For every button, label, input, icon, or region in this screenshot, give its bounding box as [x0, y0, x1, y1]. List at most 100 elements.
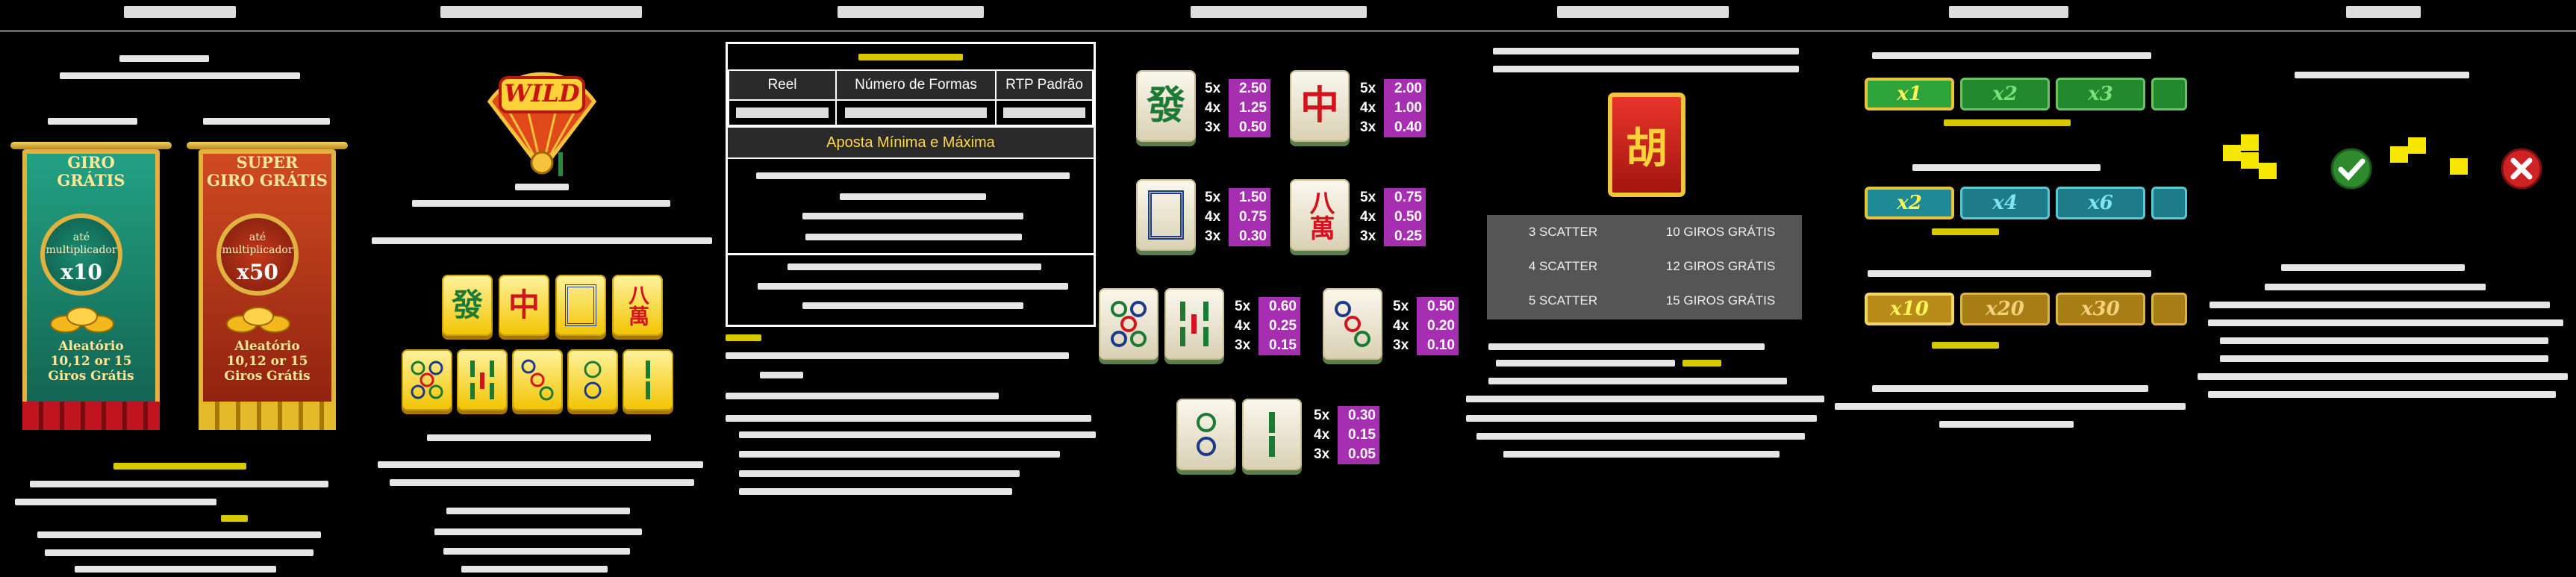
multiplier-value: x1: [1897, 83, 1922, 105]
pay-value: 0.30: [1338, 406, 1379, 425]
multiplier-value: x2: [1897, 192, 1922, 214]
pay-count: 3x: [1205, 228, 1221, 244]
banner-body: [22, 149, 160, 412]
multiplier-badge: x4: [1960, 187, 2050, 219]
mahjong-tile-white-dragon: [555, 275, 606, 336]
pay-count: 4x: [1360, 100, 1376, 116]
pay-count: 4x: [1205, 209, 1221, 225]
banner-footer: 10,12 or 15: [226, 354, 308, 369]
multiplier-badge-active: x2: [1865, 187, 1954, 219]
banner-title: SUPER: [236, 153, 299, 172]
pay-value: 0.10: [1417, 336, 1459, 355]
wild-fan-icon: [487, 72, 597, 176]
banner-title: GIRO GRÁTIS: [207, 171, 328, 190]
pay-count: 3x: [1360, 228, 1376, 244]
banner-coin-text: até: [249, 231, 266, 243]
cascade-blocks-icon: [2223, 134, 2277, 179]
pay-value: 0.50: [1229, 118, 1270, 137]
bet-table-frame: Reel Número de Formas RTP Padrão Aposta …: [726, 42, 1096, 327]
multiplier-value: x20: [1986, 298, 2024, 320]
gold-ingot-icon: [226, 307, 290, 333]
gold-ingot-icon: [50, 307, 114, 333]
table-header: Número de Formas: [835, 69, 997, 101]
scatter-count: 3 SCATTER: [1528, 225, 1598, 239]
min-max-bet-title: Aposta Mínima e Máxima: [728, 126, 1094, 159]
mahjong-tile-two-bamboo: [623, 349, 673, 411]
banner-footer: Giros Grátis: [224, 369, 311, 384]
banner-footer: Aleatório: [58, 339, 124, 354]
pay-value: 0.50: [1417, 297, 1459, 316]
multiplier-badge-active: x10: [1865, 293, 1954, 325]
scatter-glyph: 胡: [1626, 123, 1668, 173]
mahjong-tile-green-dragon: 發: [1136, 70, 1196, 142]
mahjong-tile-eight-wan: 八萬: [612, 275, 663, 336]
pay-value: 2.50: [1229, 79, 1270, 99]
pay-value: 0.20: [1417, 316, 1459, 336]
multiplier-value: x2: [1992, 83, 2018, 105]
pay-count: 5x: [1360, 81, 1376, 96]
pay-value: 0.60: [1259, 297, 1300, 316]
table-header: Reel: [728, 69, 837, 101]
banner-coin-text: multiplicador: [222, 244, 293, 256]
pay-value: 2.00: [1384, 79, 1426, 99]
pay-count: 3x: [1393, 337, 1409, 353]
panel-wild: WILD 發 中 八萬: [360, 0, 723, 577]
pay-count: 5x: [1360, 190, 1376, 205]
pay-value: 0.75: [1384, 188, 1426, 208]
paytable-values: 5x 0.50 4x 0.20 3x 0.10: [1393, 297, 1459, 355]
scatter-spins: 12 GIROS GRÁTIS: [1665, 259, 1776, 273]
banner-coin-text: multiplicador: [46, 244, 117, 256]
pay-value: 0.25: [1384, 227, 1426, 246]
multiplier-badge-active: x1: [1865, 78, 1954, 110]
pay-count: 4x: [1314, 427, 1330, 443]
mahjong-tile-eight-wan: 八萬: [1290, 179, 1350, 251]
multiplier-badge: [2151, 293, 2187, 325]
pay-value: 0.05: [1338, 445, 1379, 464]
banner-title: GRÁTIS: [57, 171, 125, 190]
scatter-count: 5 SCATTER: [1528, 293, 1598, 308]
pay-value: 1.50: [1229, 188, 1270, 208]
pay-count: 5x: [1205, 81, 1221, 96]
tile-glyph: 中: [1300, 83, 1339, 128]
banner-multiplier: x50: [237, 260, 278, 284]
mahjong-tile-circles: [402, 349, 452, 411]
pay-value: 1.00: [1384, 99, 1426, 118]
banner-footer: 10,12 or 15: [50, 354, 132, 369]
scatter-symbol: 胡: [1608, 93, 1685, 197]
banner-multiplier: x10: [60, 260, 102, 284]
mahjong-tile-two-circles: [567, 349, 618, 411]
multiplier-badge: [2151, 78, 2187, 110]
pay-count: 4x: [1393, 318, 1409, 334]
pay-value: 0.50: [1384, 208, 1426, 227]
pay-count: 5x: [1393, 299, 1409, 314]
scatter-spins: 10 GIROS GRÁTIS: [1665, 225, 1776, 239]
pay-count: 4x: [1360, 209, 1376, 225]
check-icon: [2330, 148, 2372, 190]
pay-count: 3x: [1360, 119, 1376, 135]
tile-glyph: 八萬: [626, 284, 650, 326]
pay-value: 1.25: [1229, 99, 1270, 118]
tile-glyph: 八萬: [1305, 190, 1335, 240]
close-icon: [2501, 148, 2542, 190]
banner-tassel: [199, 402, 336, 430]
multiplier-value: x6: [2088, 192, 2113, 214]
multiplier-value: x3: [2088, 83, 2113, 105]
pay-count: 5x: [1314, 408, 1330, 423]
mahjong-tile-red-dragon: 中: [1290, 70, 1350, 142]
pay-value: 0.25: [1259, 316, 1300, 336]
mahjong-tile-five-circles: [1099, 288, 1158, 360]
panel-paytable: 發 5x 2.50 4x 1.25 3x 0.50 中 5x 2.00 4x 1.00 3…: [1099, 0, 1459, 577]
banner-coin-text: até: [72, 231, 90, 243]
pay-value: 0.15: [1338, 425, 1379, 445]
multiplier-value: x30: [2081, 298, 2120, 320]
mahjong-tile-two-bamboo: [1242, 399, 1302, 470]
mahjong-tile-three-circles: [512, 349, 563, 411]
paytable-values: 5x 0.75 4x 0.50 3x 0.25: [1360, 188, 1426, 246]
